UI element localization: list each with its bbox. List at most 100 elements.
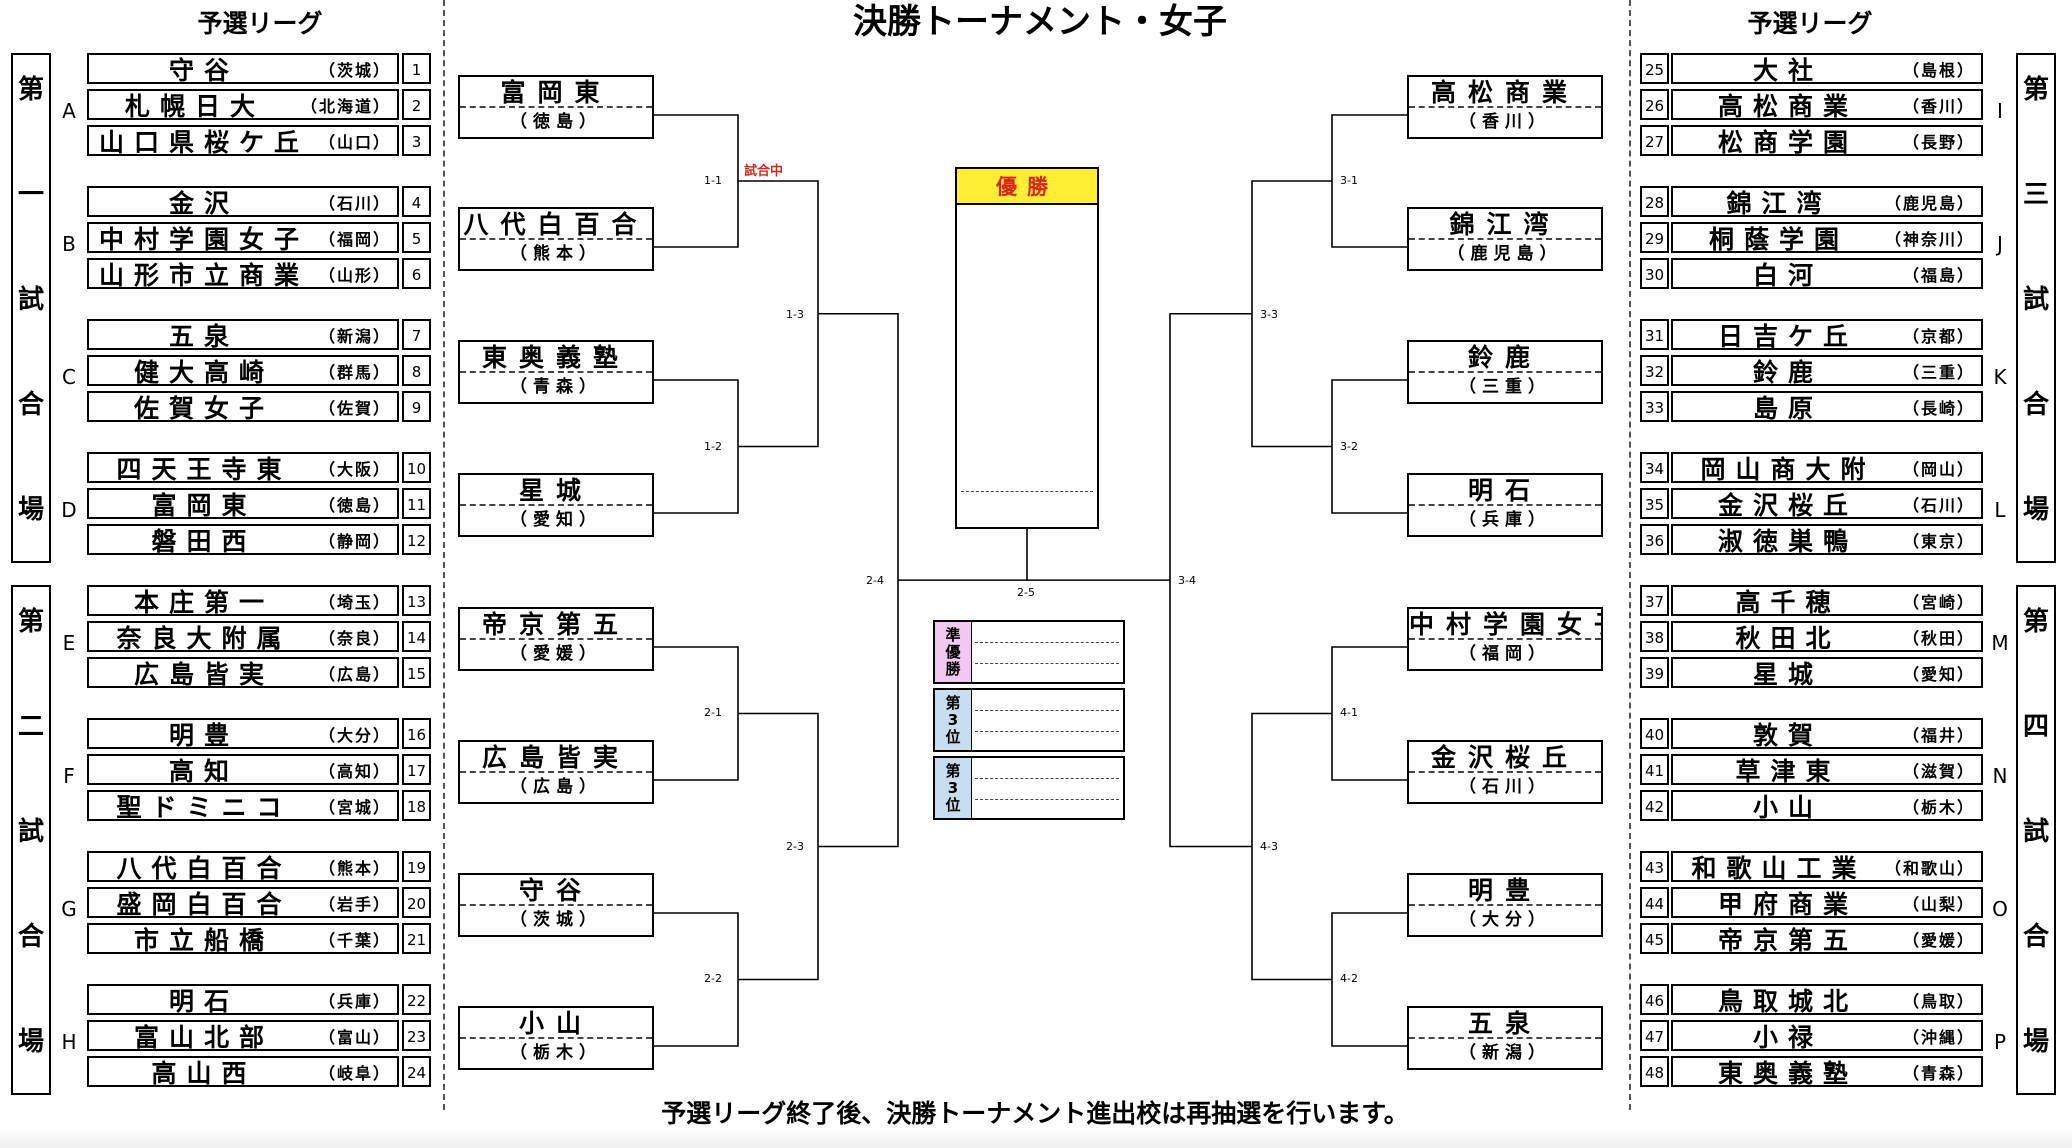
field-char: 場 xyxy=(2022,1027,2049,1057)
team-number: 26 xyxy=(1640,89,1669,120)
field-char: 第 xyxy=(2022,75,2049,105)
team-number: 28 xyxy=(1640,186,1669,217)
team-name: 明石 xyxy=(168,986,239,1016)
match-label-4-3: 4-3 xyxy=(1260,840,1278,853)
bracket-team-prefecture: （三重） xyxy=(1459,377,1551,397)
team-cell: 札幌日大（北海道） xyxy=(87,89,399,121)
team-prefecture: （滋賀） xyxy=(1902,761,1975,781)
team-number: 25 xyxy=(1640,53,1669,84)
team-name: 札幌日大 xyxy=(124,91,265,121)
team-cell: 五泉（新潟） xyxy=(87,319,399,351)
team-prefecture: （岐阜） xyxy=(318,1063,391,1083)
group-letter-O: O xyxy=(1992,897,2008,921)
bracket-team-box: 鈴鹿（三重） xyxy=(1407,340,1603,404)
team-number: 24 xyxy=(402,1056,431,1087)
bracket-team-box: 錦江湾（鹿児島） xyxy=(1407,207,1603,271)
team-number: 36 xyxy=(1640,524,1669,555)
team-cell: 明豊（大分） xyxy=(87,718,399,750)
team-cell: 敦賀（福井） xyxy=(1671,718,1983,750)
bracket-team-name: 八代白百合 xyxy=(460,209,652,240)
team-name: 富岡東 xyxy=(151,490,257,520)
match-label-1-1: 1-1 xyxy=(704,174,722,187)
team-cell: 秋田北（秋田） xyxy=(1671,621,1983,653)
field-char: 試 xyxy=(2022,817,2049,847)
team-cell: 中村学園女子（福岡） xyxy=(87,222,399,254)
team-cell: 奈良大附属（奈良） xyxy=(87,621,399,653)
team-prefecture: （宮崎） xyxy=(1902,592,1975,612)
team-name: 広島皆実 xyxy=(133,659,274,689)
team-cell: 白河（福島） xyxy=(1671,258,1983,290)
field-char: 合 xyxy=(2022,922,2049,952)
field-char: 合 xyxy=(17,922,44,952)
team-prefecture: （岩手） xyxy=(318,894,391,914)
field-char: 第 xyxy=(17,75,44,105)
team-name: 高千穂 xyxy=(1735,587,1841,617)
team-prefecture: （京都） xyxy=(1902,326,1975,346)
team-cell: 甲府商業（山梨） xyxy=(1671,887,1983,919)
team-name: 桐蔭学園 xyxy=(1708,224,1849,254)
field-char: 第 xyxy=(2022,607,2049,637)
team-name: 高山西 xyxy=(151,1058,257,1088)
team-number: 42 xyxy=(1640,790,1669,821)
bracket-team-name: 広島皆実 xyxy=(460,742,652,773)
team-cell: 高松商業（香川） xyxy=(1671,89,1983,121)
team-cell: 金沢（石川） xyxy=(87,186,399,218)
placing-char: 位 xyxy=(945,727,961,746)
team-name: 小山 xyxy=(1752,792,1823,822)
league-heading-right: 予選リーグ xyxy=(1747,9,1873,38)
team-name: 中村学園女子 xyxy=(98,224,309,254)
team-name: 四天王寺東 xyxy=(116,454,292,484)
field-char: 場 xyxy=(17,1027,44,1057)
team-name: 奈良大附属 xyxy=(116,623,292,653)
team-name: 東奥義塾 xyxy=(1717,1058,1858,1088)
team-name: 星城 xyxy=(1752,659,1823,689)
team-number: 30 xyxy=(1640,258,1669,289)
team-cell: 金沢桜丘（石川） xyxy=(1671,488,1983,520)
team-prefecture: （長野） xyxy=(1902,132,1975,152)
team-name: 秋田北 xyxy=(1735,623,1841,653)
team-prefecture: （熊本） xyxy=(318,858,391,878)
match-label-4-2: 4-2 xyxy=(1340,972,1358,985)
bracket-team-box: 明豊（大分） xyxy=(1407,873,1603,937)
bracket-team-prefecture: （栃木） xyxy=(510,1043,602,1063)
match-label-3-4: 3-4 xyxy=(1178,574,1196,587)
group-letter-M: M xyxy=(1991,631,2009,655)
team-cell: 大社（島根） xyxy=(1671,53,1983,85)
placing-dashline xyxy=(975,799,1119,800)
bracket-team-prefecture: （兵庫） xyxy=(1459,510,1551,530)
match-label-3-3: 3-3 xyxy=(1260,308,1278,321)
placing-char: 第 xyxy=(945,761,961,780)
team-cell: 山口県桜ケ丘（山口） xyxy=(87,125,399,157)
team-prefecture: （高知） xyxy=(318,761,391,781)
bracket-team-box: 明石（兵庫） xyxy=(1407,473,1603,537)
champion-panel: 優勝 xyxy=(955,167,1099,529)
page-title: 決勝トーナメント・女子 xyxy=(853,2,1227,42)
placing-char: 3 xyxy=(947,778,959,797)
team-prefecture: （福井） xyxy=(1902,725,1975,745)
team-number: 27 xyxy=(1640,125,1669,156)
field-char: 合 xyxy=(17,390,44,420)
team-cell: 松商学園（長野） xyxy=(1671,125,1983,157)
team-cell: 淑徳巣鴨（東京） xyxy=(1671,524,1983,556)
team-number: 1 xyxy=(402,53,431,84)
team-prefecture: （香川） xyxy=(1902,96,1975,116)
team-name: 淑徳巣鴨 xyxy=(1717,526,1858,556)
group-letter-E: E xyxy=(62,631,76,655)
team-number: 11 xyxy=(402,488,431,519)
team-number: 48 xyxy=(1640,1056,1669,1087)
bracket-team-box: 富岡東（徳島） xyxy=(458,75,654,139)
team-number: 17 xyxy=(402,754,431,785)
team-cell: 錦江湾（鹿児島） xyxy=(1671,186,1983,218)
team-cell: 富岡東（徳島） xyxy=(87,488,399,520)
bracket-team-prefecture: （茨城） xyxy=(510,910,602,930)
team-cell: 市立船橋（千葉） xyxy=(87,923,399,955)
bracket-team-box: 星城（愛知） xyxy=(458,473,654,537)
team-cell: 明石（兵庫） xyxy=(87,984,399,1016)
group-letter-I: I xyxy=(1997,99,2003,123)
team-prefecture: （山形） xyxy=(318,265,391,285)
team-name: 八代白百合 xyxy=(116,853,292,883)
runner-up-box: 準優勝 xyxy=(933,620,1125,684)
bracket-team-box: 金沢桜丘（石川） xyxy=(1407,740,1603,804)
team-number: 7 xyxy=(402,319,431,350)
